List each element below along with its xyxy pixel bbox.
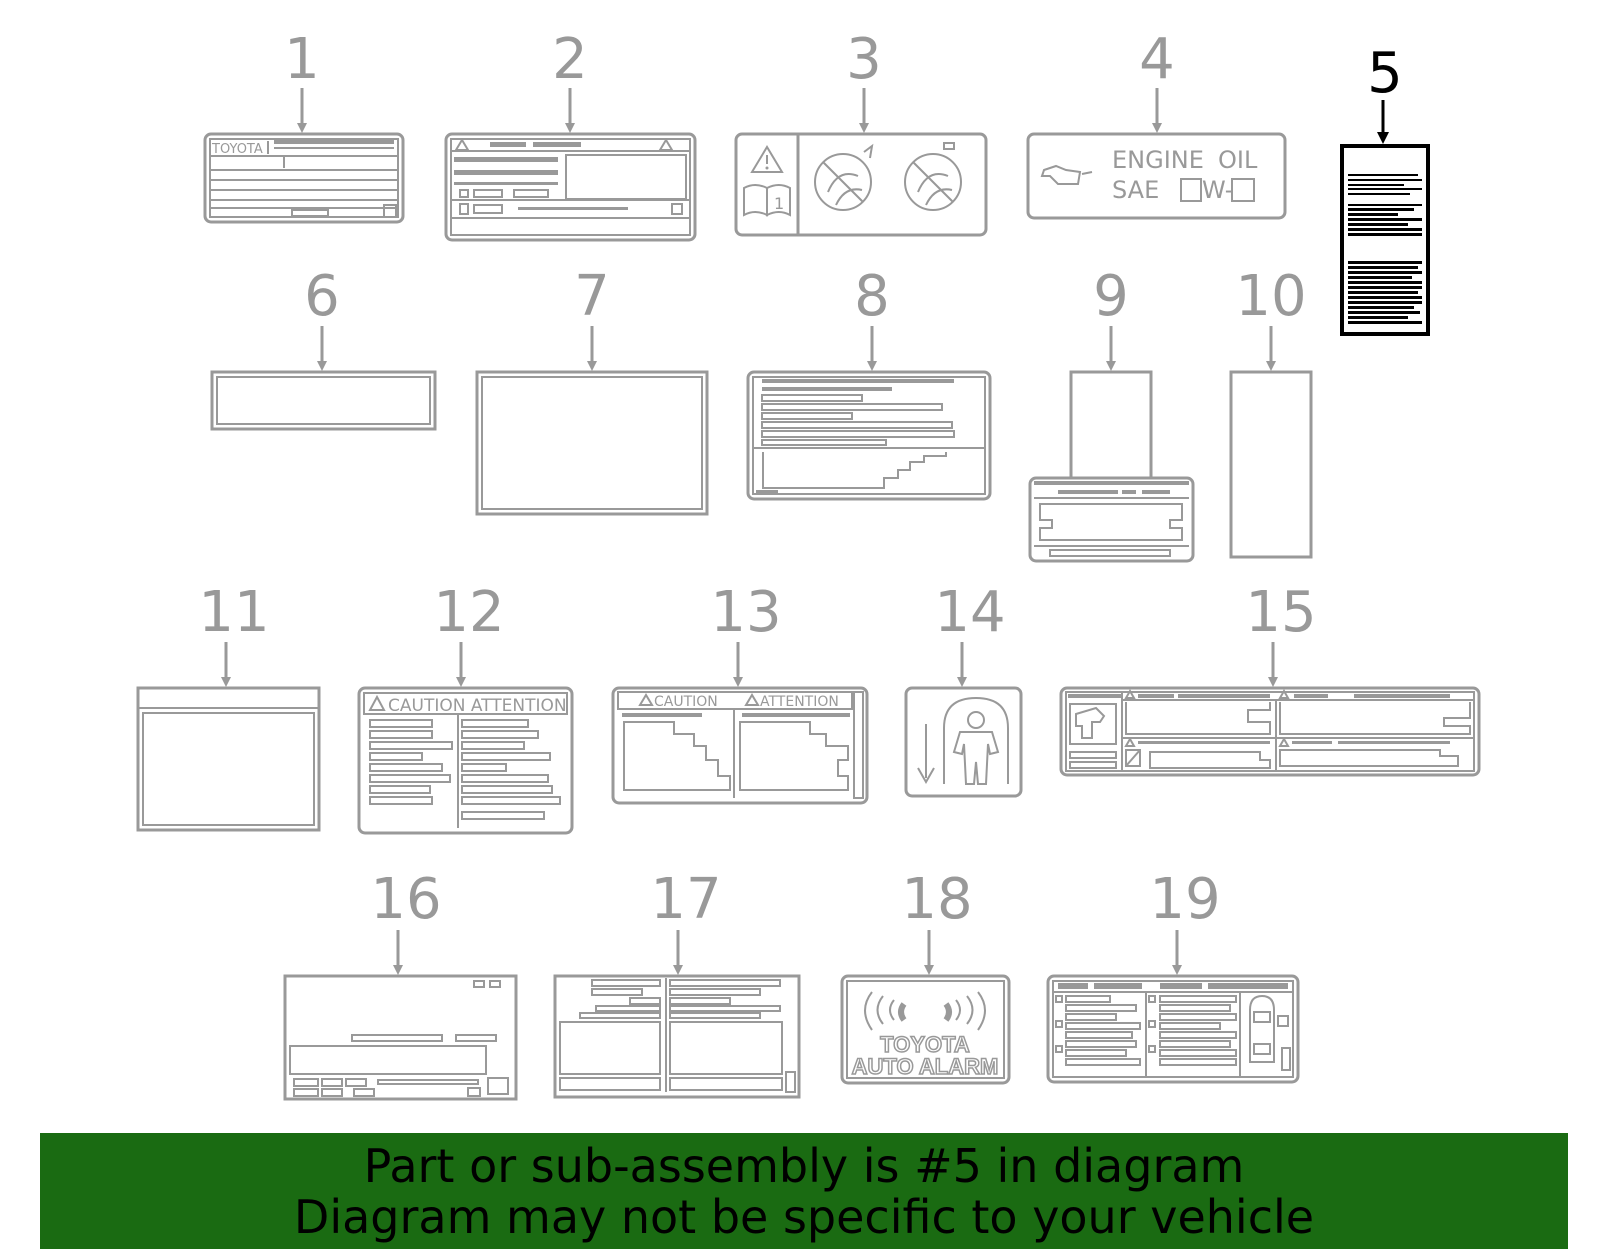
alarm-line1-label: TOYOTA (880, 1032, 970, 1057)
callout-number-14: 14 (934, 580, 1005, 645)
callout-number-8: 8 (854, 264, 890, 329)
callout-number-17: 17 (650, 867, 721, 932)
callout-number-10: 10 (1235, 264, 1306, 329)
callout-number-13: 13 (710, 580, 781, 645)
caution-label: CAUTION (654, 694, 718, 710)
part-6[interactable]: 6 (210, 264, 437, 431)
banner-line-1: Part or sub-assembly is #5 in diagram (363, 1139, 1245, 1193)
callout-number-12: 12 (433, 580, 504, 645)
alarm-line2-label: AUTO ALARM (852, 1054, 999, 1079)
callout-number-15: 15 (1245, 580, 1316, 645)
part-10[interactable]: 10 (1229, 264, 1313, 559)
part-1[interactable]: 1 TOYOTA (203, 27, 405, 224)
part-7[interactable]: 7 (475, 264, 709, 516)
oil-label: OIL (1218, 146, 1258, 174)
callout-number-16: 16 (370, 867, 441, 932)
part-4[interactable]: 4 ENGINE OIL SAE W- (1026, 27, 1287, 220)
callout-number-9: 9 (1093, 264, 1129, 329)
part-13[interactable]: 13 CAUTION ATTENTION (611, 580, 869, 805)
sae-label: SAE (1112, 176, 1159, 204)
callout-number-2: 2 (552, 27, 588, 92)
part-8[interactable]: 8 (746, 264, 992, 501)
part-9[interactable]: 9 (1028, 264, 1195, 563)
w-label: W- (1202, 176, 1233, 204)
part-2[interactable]: 2 (444, 27, 697, 242)
part-19[interactable]: 19 (1046, 867, 1300, 1084)
callout-number-5: 5 (1367, 41, 1403, 106)
banner-line-2: Diagram may not be specific to your vehi… (293, 1190, 1315, 1244)
callout-number-6: 6 (304, 264, 340, 329)
part-5-highlighted[interactable]: 5 (1340, 41, 1430, 336)
book-number: 1 (774, 194, 784, 213)
callout-number-3: 3 (846, 27, 882, 92)
toyota-label: TOYOTA (211, 142, 263, 157)
part-14[interactable]: 14 (904, 580, 1023, 798)
info-banner: Part or sub-assembly is #5 in diagram Di… (40, 1133, 1568, 1249)
part-12[interactable]: 12 CAUTION ATTENTION (357, 580, 574, 835)
callout-number-4: 4 (1139, 27, 1175, 92)
callout-number-19: 19 (1149, 867, 1220, 932)
attention-label: ATTENTION (760, 694, 839, 710)
part-16[interactable]: 16 (283, 867, 518, 1101)
part-3[interactable]: 3 1 (734, 27, 988, 237)
parts-diagram: 1 TOYOTA 2 (136, 27, 1481, 1101)
part-11[interactable]: 11 (136, 580, 321, 832)
callout-number-11: 11 (198, 580, 269, 645)
engine-label: ENGINE (1112, 146, 1204, 174)
callout-number-18: 18 (901, 867, 972, 932)
callout-number-1: 1 (284, 27, 320, 92)
callout-number-7: 7 (574, 264, 610, 329)
part-15[interactable]: 15 (1059, 580, 1481, 777)
part-17[interactable]: 17 (553, 867, 801, 1099)
part-18[interactable]: 18 TOYOTA AUTO ALARM (840, 867, 1011, 1085)
caution-attention-label: CAUTION ATTENTION (388, 696, 567, 716)
